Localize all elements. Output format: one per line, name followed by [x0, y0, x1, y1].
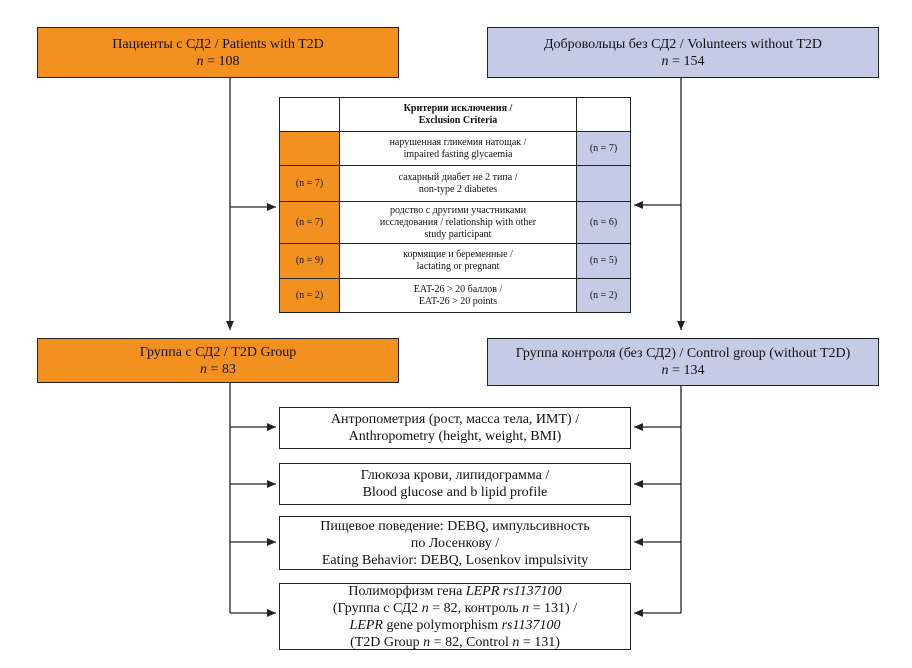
exclusion-header-row: Критерии исключения / Exclusion Criteria: [279, 97, 631, 132]
control-group-box: Группа контроля (без СД2) / Control grou…: [487, 338, 879, 386]
exclusion-criterion: кормящие и беременные / lactating or pre…: [339, 243, 577, 279]
exclusion-criterion: EAT-26 > 20 баллов / EAT-26 > 20 points: [339, 278, 577, 313]
blood-glucose-box: Глюкоза крови, липидограмма / Blood gluc…: [279, 463, 631, 505]
exclusion-row: (n = 7) родство с другими участниками ис…: [279, 201, 631, 244]
control-group-count: n = 134: [661, 363, 705, 378]
control-excluded-count: (n = 5): [576, 243, 631, 279]
exclusion-criterion: сахарный диабет не 2 типа / non-type 2 d…: [339, 165, 577, 202]
control-excluded-count: (n = 2): [576, 278, 631, 313]
volunteers-title: Добровольцы без СД2 / Volunteers without…: [543, 36, 823, 52]
t2d-excluded-count: [279, 131, 340, 166]
patients-title: Пациенты с СД2 / Patients with T2D: [112, 36, 324, 52]
volunteers-count: n = 154: [661, 53, 705, 69]
t2d-group-title: Группа с СД2 / T2D Group: [139, 344, 297, 360]
t2d-group-count: n = 83: [200, 361, 236, 377]
control-excluded-count: (n = 6): [576, 201, 631, 244]
t2d-excluded-count: (n = 2): [279, 278, 340, 313]
exclusion-criterion: родство с другими участниками исследован…: [339, 201, 577, 244]
eating-behavior-box: Пищевое поведение: DEBQ, импульсивность …: [279, 516, 631, 570]
control-excluded-count: (n = 7): [576, 131, 631, 166]
anthropometry-box: Антропометрия (рост, масса тела, ИМТ) / …: [279, 407, 631, 449]
exclusion-header: Критерии исключения / Exclusion Criteria: [339, 97, 577, 132]
exclusion-row: (n = 9) кормящие и беременные / lactatin…: [279, 243, 631, 279]
t2d-group-box: Группа с СД2 / T2D Group n = 83: [37, 338, 399, 383]
exclusion-row: (n = 7) сахарный диабет не 2 типа / non-…: [279, 165, 631, 202]
exclusion-criteria-table: Критерии исключения / Exclusion Criteria…: [279, 97, 631, 313]
polymorphism-box: Полиморфизм гена LEPR rs1137100 (Группа …: [279, 583, 631, 650]
t2d-excluded-count: (n = 7): [279, 165, 340, 202]
exclusion-criterion: нарушенная гликемия натощак / impaired f…: [339, 131, 577, 166]
t2d-excluded-count: (n = 9): [279, 243, 340, 279]
control-group-title: Группа контроля (без СД2) / Control grou…: [515, 346, 851, 361]
patients-count: n = 108: [196, 53, 240, 69]
patients-box: Пациенты с СД2 / Patients with T2D n = 1…: [37, 27, 399, 78]
t2d-excluded-count: (n = 7): [279, 201, 340, 244]
exclusion-row: (n = 2) EAT-26 > 20 баллов / EAT-26 > 20…: [279, 278, 631, 313]
exclusion-row: нарушенная гликемия натощак / impaired f…: [279, 131, 631, 166]
volunteers-box: Добровольцы без СД2 / Volunteers without…: [487, 27, 879, 78]
control-excluded-count: [576, 165, 631, 202]
